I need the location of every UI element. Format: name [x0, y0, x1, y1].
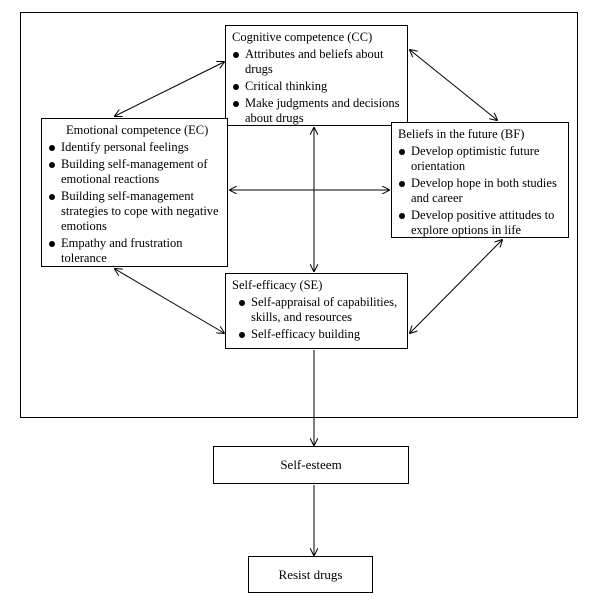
self-efficacy-box: Self-efficacy (SE) Self-appraisal of cap… — [225, 273, 408, 349]
emotional-competence-box: Emotional competence (EC) Identify perso… — [41, 118, 228, 267]
bullet-icon — [399, 149, 405, 155]
bullet-icon — [49, 162, 55, 168]
bf-item: Develop optimistic future orientation — [398, 144, 562, 174]
emotional-competence-title: Emotional competence (EC) — [66, 123, 209, 137]
bullet-icon — [49, 241, 55, 247]
cc-item: Make judgments and decisions about drugs — [232, 96, 401, 126]
bullet-icon — [399, 181, 405, 187]
ec-item: Building self-management of emotional re… — [48, 157, 221, 187]
beliefs-in-future-box: Beliefs in the future (BF) Develop optim… — [391, 122, 569, 238]
self-efficacy-title: Self-efficacy (SE) — [232, 278, 323, 292]
cognitive-competence-box: Cognitive competence (CC) Attributes and… — [225, 25, 408, 126]
cognitive-competence-title: Cognitive competence (CC) — [232, 30, 373, 44]
bullet-icon — [49, 145, 55, 151]
ec-item: Empathy and frustration tolerance — [48, 236, 221, 266]
bullet-icon — [49, 194, 55, 200]
bullet-icon — [233, 101, 239, 107]
bullet-icon — [239, 332, 245, 338]
resist-drugs-box: Resist drugs — [248, 556, 373, 593]
self-esteem-label: Self-esteem — [280, 457, 342, 472]
beliefs-in-future-title: Beliefs in the future (BF) — [398, 127, 525, 141]
self-esteem-box: Self-esteem — [213, 446, 409, 484]
bullet-icon — [233, 84, 239, 90]
cc-item: Attributes and beliefs about drugs — [232, 47, 401, 77]
model-frame — [20, 12, 578, 418]
bullet-icon — [239, 300, 245, 306]
bf-item: Develop hope in both studies and career — [398, 176, 562, 206]
se-item: Self-efficacy building — [238, 327, 401, 342]
ec-item: Building self-management strategies to c… — [48, 189, 221, 234]
cc-item: Critical thinking — [232, 79, 401, 94]
bullet-icon — [233, 52, 239, 58]
ec-item: Identify personal feelings — [48, 140, 221, 155]
bf-item: Develop positive attitudes to explore op… — [398, 208, 562, 238]
se-item: Self-appraisal of capabilities, skills, … — [238, 295, 401, 325]
resist-drugs-label: Resist drugs — [278, 566, 343, 582]
bullet-icon — [399, 213, 405, 219]
